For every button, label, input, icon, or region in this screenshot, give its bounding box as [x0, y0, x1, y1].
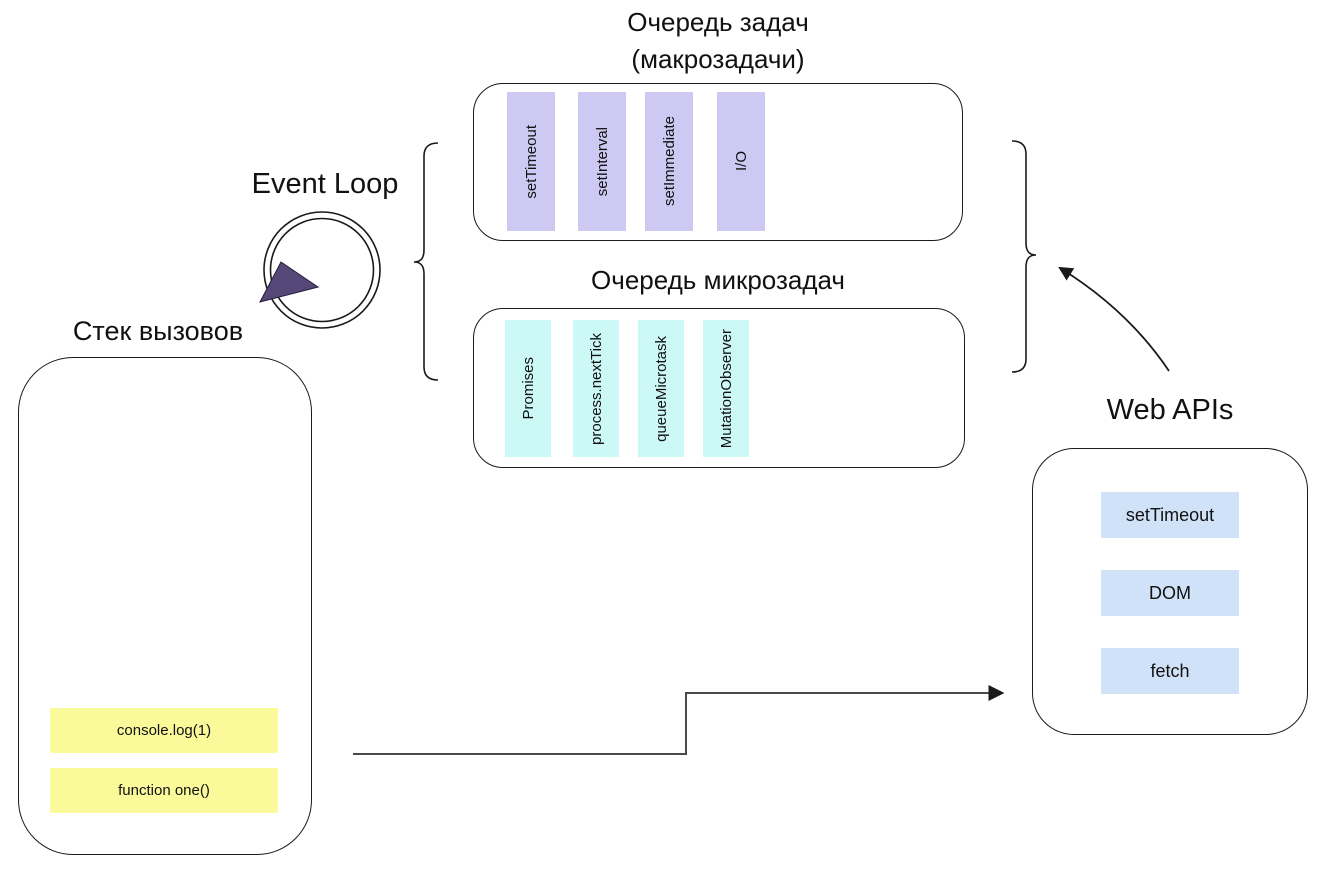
- web-apis-title: Web APIs: [1106, 394, 1234, 426]
- macrotask-item-io: I/O: [717, 92, 765, 231]
- microtask-queue-title: Очередь микрозадач: [591, 265, 845, 295]
- microtask-item-label: Promises: [519, 357, 537, 420]
- event-loop-label: Event Loop: [251, 168, 399, 200]
- task-queue-title-line2: (макрозадачи): [631, 44, 805, 74]
- macrotask-item-label: setInterval: [593, 126, 611, 197]
- microtask-item-promises: Promises: [505, 320, 551, 457]
- microtask-item-queuemicrotask: queueMicrotask: [638, 320, 684, 457]
- macrotask-item-settimeout: setTimeout: [507, 92, 555, 231]
- microtask-item-label: MutationObserver: [717, 328, 735, 449]
- task-queue-title: Очередь задач (макрозадачи): [473, 4, 963, 78]
- microtask-item-process-nexttick: process.nextTick: [573, 320, 619, 457]
- microtask-item-label: process.nextTick: [587, 332, 605, 445]
- stack-frame-label: function one(): [118, 782, 210, 799]
- web-api-fetch: fetch: [1101, 648, 1239, 694]
- macrotask-item-label: setTimeout: [522, 124, 540, 199]
- right-brace: [1011, 140, 1037, 373]
- stack-frame-label: console.log(1): [116, 722, 212, 739]
- call-stack-title: Стек вызовов: [72, 316, 244, 346]
- macrotask-item-label: I/O: [732, 151, 750, 172]
- macrotask-item-setimmediate: setImmediate: [645, 92, 693, 231]
- web-api-label: setTimeout: [1125, 504, 1215, 525]
- stack-frame-function-one: function one(): [50, 768, 278, 813]
- event-loop-cycle-icon: [259, 211, 381, 329]
- task-queue-title-line1: Очередь задач: [627, 7, 809, 37]
- callstack-to-webapis-arrow: [353, 685, 1005, 755]
- macrotask-item-label: setImmediate: [660, 116, 678, 207]
- microtask-item-mutationobserver: MutationObserver: [703, 320, 749, 457]
- web-api-dom: DOM: [1101, 570, 1239, 616]
- web-api-label: DOM: [1149, 582, 1191, 603]
- left-brace: [413, 142, 439, 381]
- webapis-to-queues-arrow: [1058, 266, 1170, 372]
- web-api-settimeout: setTimeout: [1101, 492, 1239, 538]
- microtask-item-label: queueMicrotask: [652, 335, 670, 442]
- web-api-label: fetch: [1150, 660, 1190, 681]
- stack-frame-console-log: console.log(1): [50, 708, 278, 753]
- macrotask-item-setinterval: setInterval: [578, 92, 626, 231]
